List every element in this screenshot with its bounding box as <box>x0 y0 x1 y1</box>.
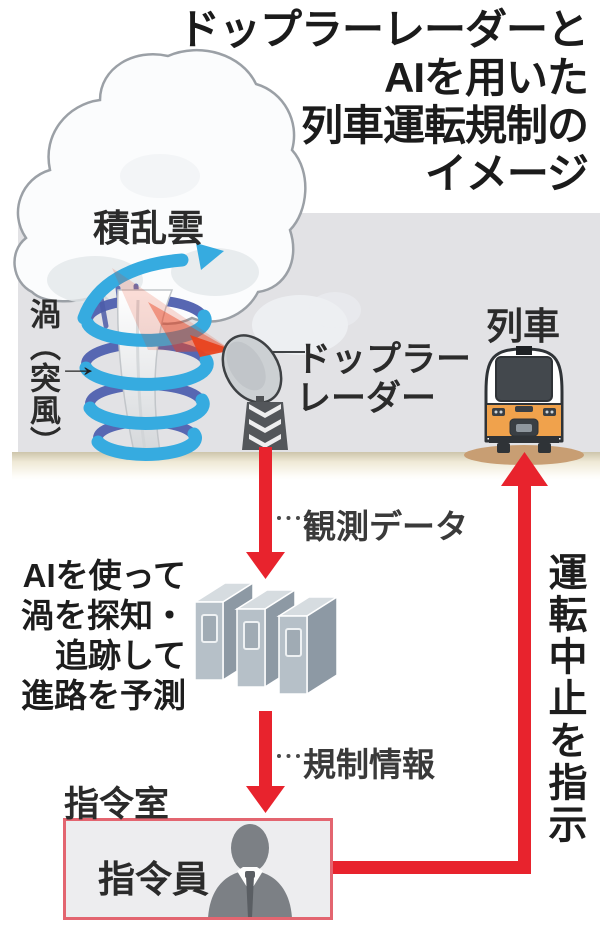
radar-label-line-2: レーダー <box>296 379 437 419</box>
regulation-info-label: 規制情報 <box>303 746 435 783</box>
title-line-3: 列車運転規制の <box>300 101 589 149</box>
radar-label: ドップラー レーダー <box>296 340 471 418</box>
train-icon <box>484 346 564 453</box>
vortex-pointer-arrow: → <box>56 350 101 383</box>
vortex-spiral-front <box>77 253 214 461</box>
commander-silhouette-icon <box>208 824 292 917</box>
ai-text-line-4: 進路を予測 <box>21 676 186 714</box>
ai-description-text: AIを使って 渦を探知・ 追跡して 進路を予測 <box>0 556 186 716</box>
command-room-label: 指令室 <box>64 785 170 824</box>
stop-instruction-label: 運転中止を指示 <box>543 552 586 846</box>
radar-beam-icon <box>112 268 233 357</box>
radar-label-line-1: ドップラー <box>296 340 472 379</box>
train-label: 列車 <box>486 306 560 347</box>
regulation-info-arrow <box>246 711 285 813</box>
commander-label: 指令員 <box>98 859 209 900</box>
vortex-label: 渦（突風） <box>25 298 60 458</box>
cloud-label: 積乱雲 <box>93 208 204 249</box>
ai-text-line-3: 追跡して <box>54 636 186 674</box>
title-line-2: AIを用いた <box>383 53 589 101</box>
cumulonimbus-cloud-icon <box>13 48 361 355</box>
doppler-radar-icon <box>221 334 305 450</box>
observation-data-label: 観測データ <box>303 508 468 545</box>
dotted-leader-observation <box>277 516 300 520</box>
observation-data-arrow <box>246 447 285 579</box>
title-line-1: ドップラーレーダーと <box>177 6 589 53</box>
dotted-leader-regulation <box>277 754 300 758</box>
ai-text-line-1: AIを使って <box>22 557 186 594</box>
title-line-4: イメージ <box>424 149 589 197</box>
ai-server-racks-icon <box>192 581 340 696</box>
page-title: ドップラーレーダーと AIを用いた 列車運転規制の イメージ <box>177 6 589 198</box>
ai-text-line-2: 渦を探知・ <box>21 596 186 634</box>
vortex-arrowhead-icon <box>196 243 224 270</box>
stop-instruction-arrow <box>333 452 548 874</box>
